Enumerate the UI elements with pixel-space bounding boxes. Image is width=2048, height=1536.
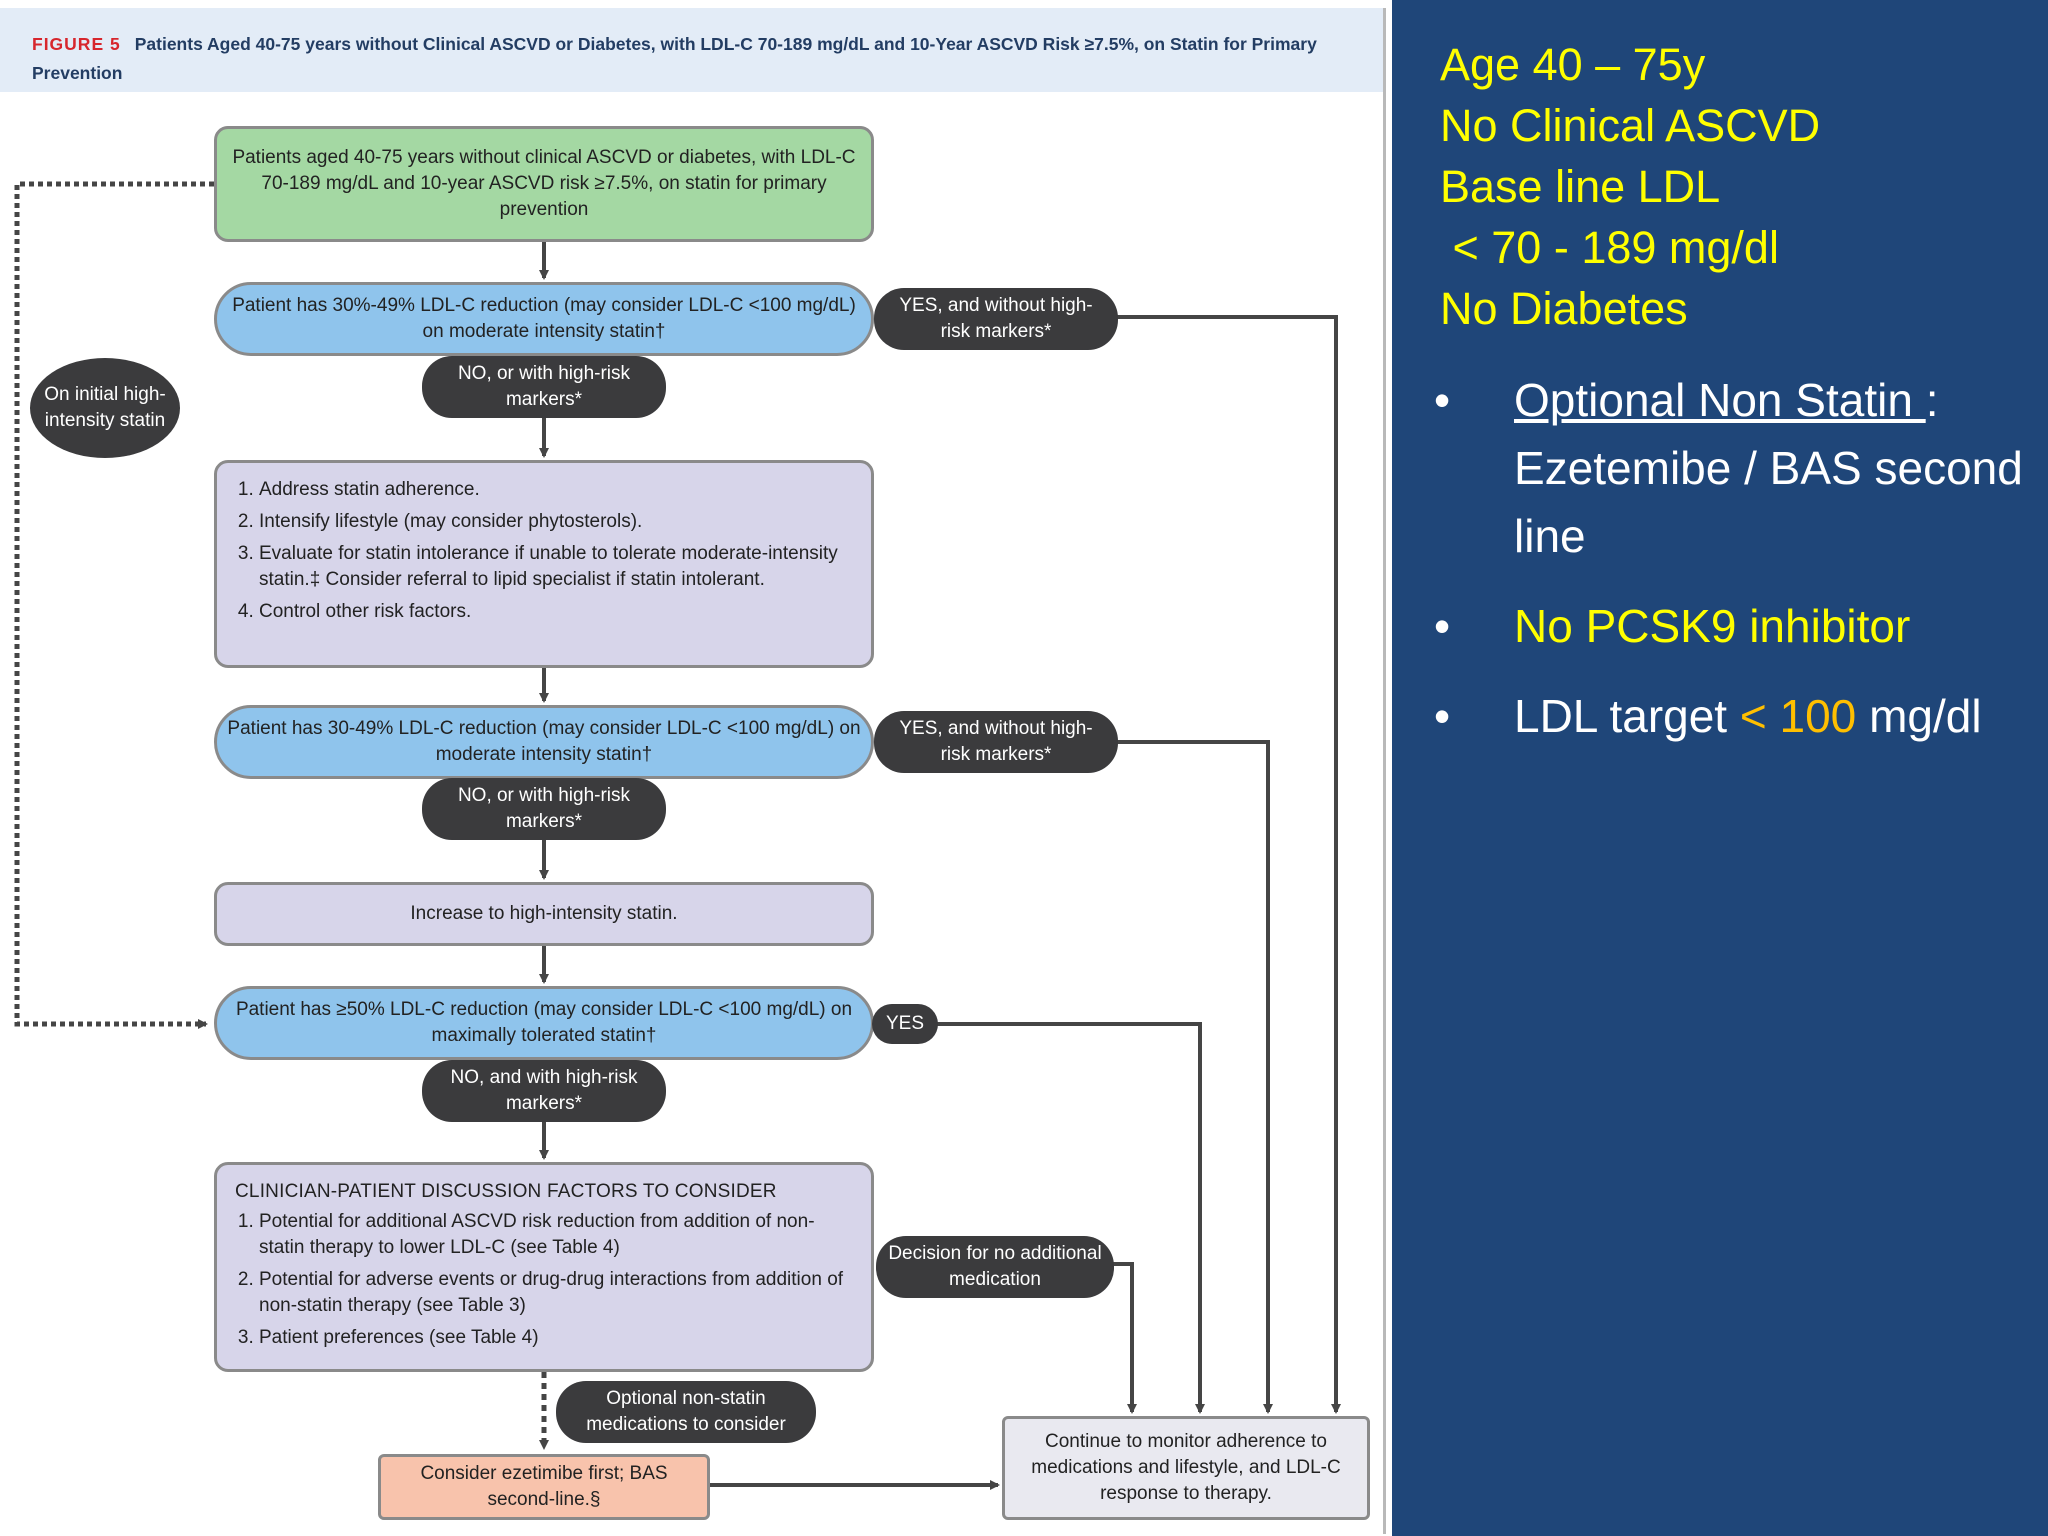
action-item: Evaluate for statin intolerance if unabl… bbox=[259, 541, 853, 593]
flowchart-connectors bbox=[14, 181, 1341, 1490]
yes1-pill: YES, and without high-risk markers* bbox=[874, 288, 1118, 350]
ezetimibe-box: Consider ezetimibe first; BAS second-lin… bbox=[378, 1454, 710, 1520]
discussion-heading: CLINICIAN-PATIENT DISCUSSION FACTORS TO … bbox=[235, 1181, 777, 1202]
decision-no-medication-pill: Decision for no additional medication bbox=[876, 1236, 1114, 1298]
no2-pill: NO, or with high-risk markers* bbox=[422, 778, 666, 840]
figure-title: Patients Aged 40-75 years without Clinic… bbox=[32, 34, 1317, 83]
criteria-ldl-range: < 70 - 189 mg/dl bbox=[1440, 222, 1779, 273]
optional-non-statin-pill: Optional non-statin medications to consi… bbox=[556, 1381, 816, 1443]
bullet-optional-title: Optional Non Statin bbox=[1514, 374, 1926, 426]
criteria-age: Age 40 – 75y bbox=[1440, 39, 1706, 90]
step2-box: Patient has 30-49% LDL-C reduction (may … bbox=[214, 705, 874, 779]
action-item: Control other risk factors. bbox=[259, 599, 853, 625]
arrow-yes1-to-monitor bbox=[1116, 315, 1341, 1414]
bullet-ldl-target-label: LDL target bbox=[1514, 690, 1740, 742]
figure-label: FIGURE 5 bbox=[32, 34, 121, 54]
bullet-optional-colon: : bbox=[1925, 374, 1939, 426]
bullet-ldl-target-value: < 100 bbox=[1739, 690, 1857, 742]
actions-list: Address statin adherence. Intensify life… bbox=[235, 477, 853, 625]
start-box: Patients aged 40-75 years without clinic… bbox=[214, 126, 874, 242]
ezetimibe-text: Consider ezetimibe first; BAS second-lin… bbox=[420, 1463, 668, 1510]
monitor-text: Continue to monitor adherence to medicat… bbox=[1031, 1431, 1341, 1504]
initial-high-intensity-badge: On initial high-intensity statin bbox=[30, 358, 180, 458]
step1-text: Patient has 30%-49% LDL-C reduction (may… bbox=[232, 295, 856, 342]
no3-pill: NO, and with high-risk markers* bbox=[422, 1060, 666, 1122]
yes3-pill: YES bbox=[872, 1004, 938, 1044]
bullet-no-pcsk9-text: No PCSK9 inhibitor bbox=[1514, 600, 1911, 652]
no1-pill: NO, or with high-risk markers* bbox=[422, 356, 666, 418]
discussion-item: Potential for additional ASCVD risk redu… bbox=[259, 1209, 853, 1261]
increase-box: Increase to high-intensity statin. bbox=[214, 882, 874, 946]
bullet-ldl-target-unit: mg/dl bbox=[1869, 690, 1982, 742]
step3-text: Patient has ≥50% LDL-C reduction (may co… bbox=[235, 999, 853, 1046]
discussion-box: CLINICIAN-PATIENT DISCUSSION FACTORS TO … bbox=[214, 1162, 874, 1372]
dotted-initial-high-loop bbox=[14, 181, 214, 1029]
yes2-pill: YES, and without high-risk markers* bbox=[874, 711, 1118, 773]
discussion-item: Patient preferences (see Table 4) bbox=[259, 1325, 853, 1351]
step2-text: Patient has 30-49% LDL-C reduction (may … bbox=[227, 718, 861, 765]
criteria-panel: Age 40 – 75y No Clinical ASCVD Base line… bbox=[1440, 34, 2040, 339]
bullet-optional-text: Ezetemibe / BAS second line bbox=[1514, 442, 2023, 562]
arrow-yes3-to-monitor bbox=[935, 1022, 1205, 1414]
discussion-list: Potential for additional ASCVD risk redu… bbox=[235, 1209, 853, 1351]
bullet-dot: • bbox=[1434, 600, 1451, 652]
bullet-ldl-target: • LDL target < 100 mg/dl bbox=[1434, 682, 2034, 750]
step3-box: Patient has ≥50% LDL-C reduction (may co… bbox=[214, 986, 874, 1060]
actions-box: Address statin adherence. Intensify life… bbox=[214, 460, 874, 668]
criteria-diabetes: No Diabetes bbox=[1440, 283, 1688, 334]
discussion-item: Potential for adverse events or drug-dru… bbox=[259, 1267, 853, 1319]
recommendation-bullets: • Optional Non Statin : Ezetemibe / BAS … bbox=[1434, 366, 2034, 772]
bullet-no-pcsk9: • No PCSK9 inhibitor bbox=[1434, 592, 2034, 660]
monitor-box: Continue to monitor adherence to medicat… bbox=[1002, 1416, 1370, 1520]
arrow-decision-to-monitor bbox=[1112, 1262, 1137, 1414]
bullet-dot: • bbox=[1434, 374, 1451, 426]
bullet-dot: • bbox=[1434, 690, 1451, 742]
step1-box: Patient has 30%-49% LDL-C reduction (may… bbox=[214, 282, 874, 356]
action-item: Intensify lifestyle (may consider phytos… bbox=[259, 509, 853, 535]
action-item: Address statin adherence. bbox=[259, 477, 853, 503]
increase-text: Increase to high-intensity statin. bbox=[410, 903, 678, 924]
start-box-text: Patients aged 40-75 years without clinic… bbox=[232, 147, 856, 220]
criteria-ldl-label: Base line LDL bbox=[1440, 161, 1721, 212]
criteria-ascvd: No Clinical ASCVD bbox=[1440, 100, 1821, 151]
bullet-optional-non-statin: • Optional Non Statin : Ezetemibe / BAS … bbox=[1434, 366, 2034, 570]
arrow-yes2-to-monitor bbox=[1116, 740, 1273, 1414]
